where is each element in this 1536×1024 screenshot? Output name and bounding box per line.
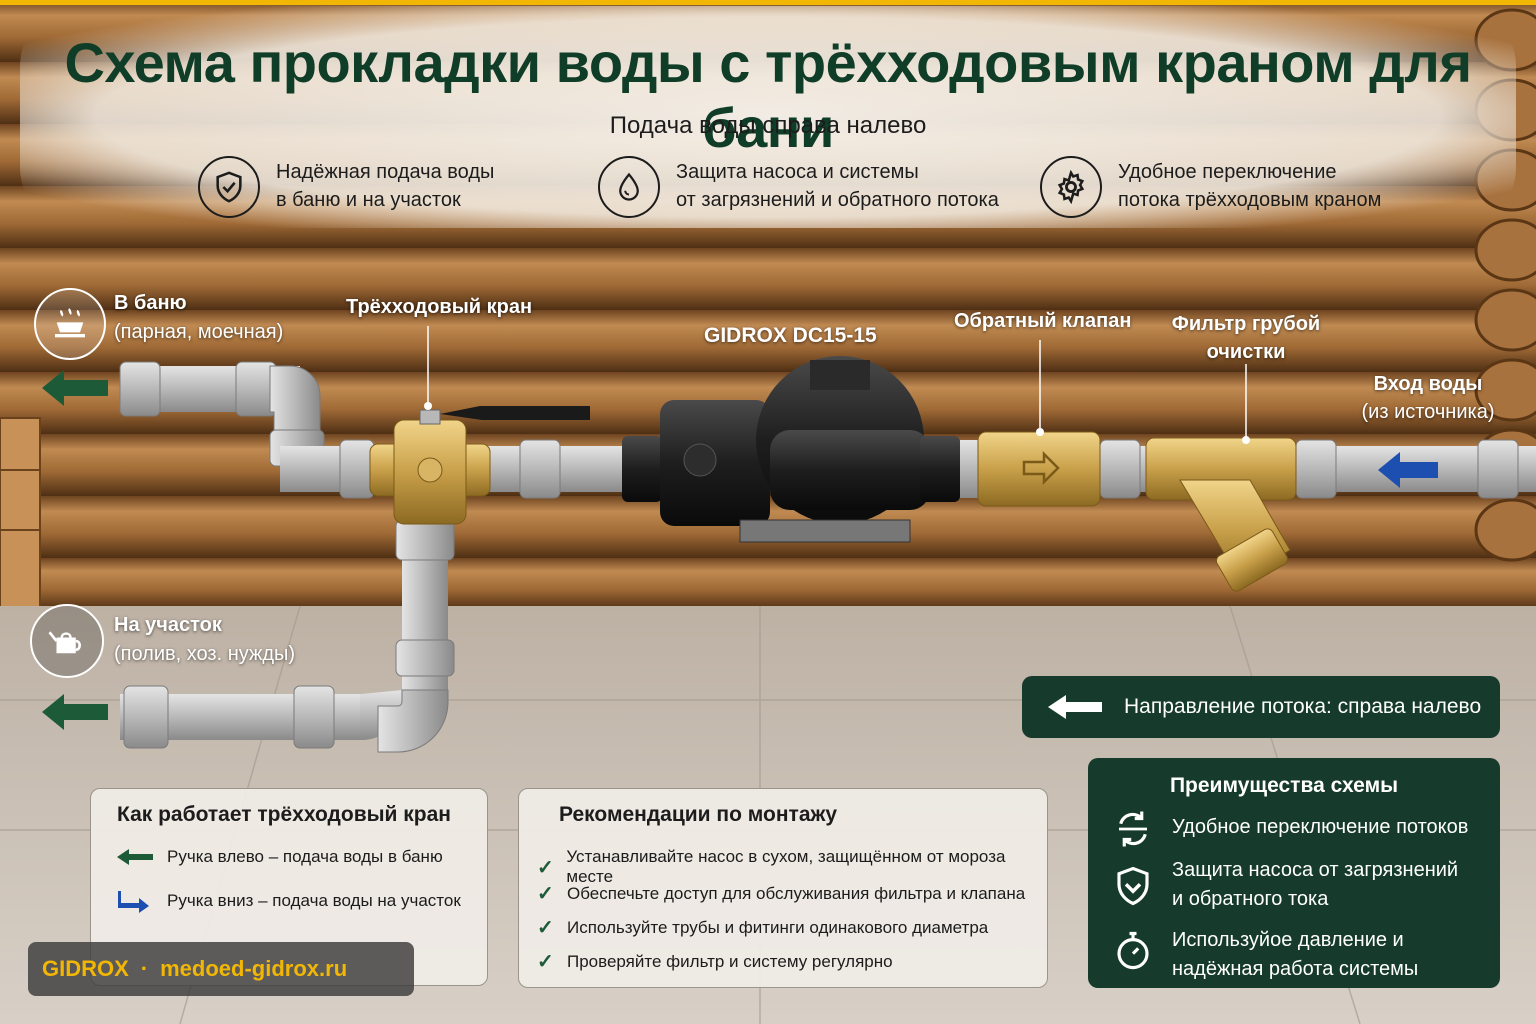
scheme-advantages-panel: Преимущества схемы Удобное переключение … xyxy=(1088,758,1500,988)
list-item: ✓ Устанавливайте насос в сухом, защищённ… xyxy=(537,847,1006,886)
check-icon: ✓ xyxy=(537,917,554,939)
shield-down-icon xyxy=(1112,864,1154,913)
arrow-left-icon xyxy=(117,849,153,865)
arrow-left-icon xyxy=(1048,695,1102,719)
switch-arrows-icon xyxy=(1112,808,1154,855)
check-icon: ✓ xyxy=(537,951,554,973)
flow-direction-banner: Направление потока: справа налево xyxy=(1022,676,1500,738)
list-item: ✓ Обеспечьте доступ для обслуживания фил… xyxy=(537,883,1026,905)
label-check-valve: Обратный клапан xyxy=(954,310,1132,332)
how-valve-works-title: Как работает трёхходовый кран xyxy=(117,803,451,826)
flow-direction-text: Направление потока: справа налево xyxy=(1124,695,1482,718)
watering-can-icon xyxy=(30,604,104,678)
list-item: ✓ Проверяйте фильтр и систему регулярно xyxy=(537,951,893,973)
arrow-down-left-icon xyxy=(118,891,149,913)
stopwatch-icon xyxy=(1112,930,1154,977)
list-item: ✓ Используйте трубы и фитинги одинаковог… xyxy=(537,917,989,939)
bath-icon xyxy=(34,288,106,360)
watermark: GIDROX · medoed-gidrox.ru xyxy=(28,942,414,996)
label-to-bath-sub: (парная, моечная) xyxy=(114,321,284,343)
advantage-item: Удобное переключение потоков xyxy=(1172,816,1469,838)
water-drop-icon xyxy=(598,156,660,218)
list-item: Ручка влево – подача воды в баню xyxy=(117,847,443,867)
label-to-plot-sub: (полив, хоз. нужды) xyxy=(114,643,296,665)
gear-icon xyxy=(1040,156,1102,218)
installation-tips-title: Рекомендации по монтажу xyxy=(559,803,838,826)
page-subtitle: Подача воды справа налево xyxy=(609,112,927,139)
check-icon: ✓ xyxy=(537,856,554,879)
label-to-bath: В баню xyxy=(114,292,187,314)
label-pump-model: GIDROX DC15-15 xyxy=(704,324,877,347)
label-water-inlet: Вход воды(из источника) xyxy=(1361,373,1495,423)
shield-check-icon xyxy=(198,156,260,218)
label-three-way-valve: Трёхходовый кран xyxy=(346,296,533,318)
check-icon: ✓ xyxy=(537,883,554,905)
scheme-advantages-title: Преимущества схемы xyxy=(1169,774,1399,797)
label-to-plot: На участок xyxy=(114,614,222,636)
page-title: Схема прокладки воды с трёхходовым крано… xyxy=(64,31,1472,159)
list-item: Ручка вниз – подача воды на участок xyxy=(117,889,461,913)
installation-tips-panel: Рекомендации по монтажу ✓ Устанавливайте… xyxy=(518,788,1048,988)
